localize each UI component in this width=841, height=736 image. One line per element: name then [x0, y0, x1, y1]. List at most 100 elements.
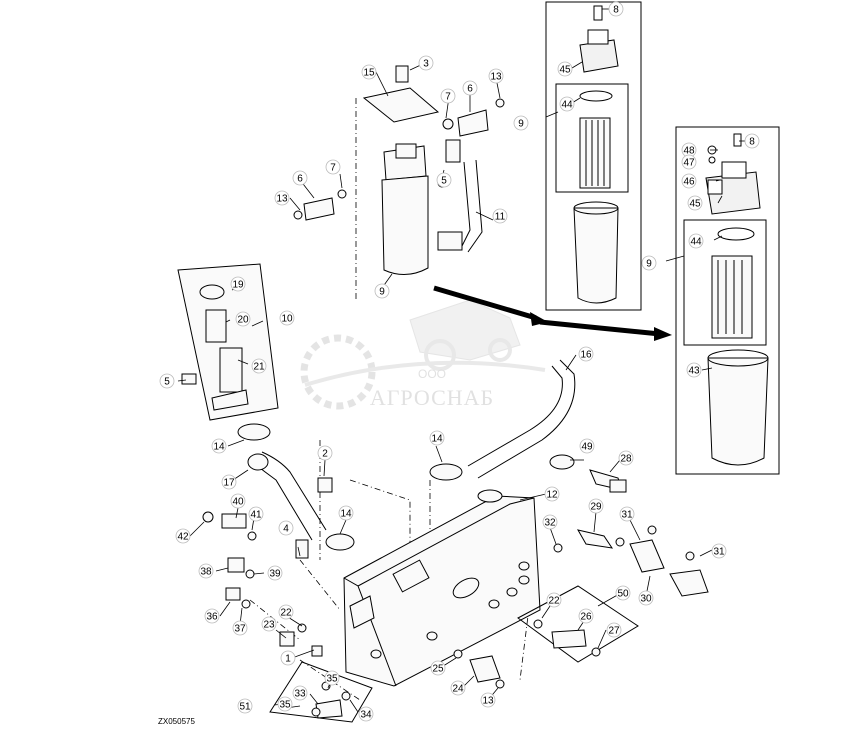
lower-fittings: [453, 649, 505, 689]
callout-35: 35: [277, 696, 293, 712]
callout-31: 31: [619, 506, 635, 522]
callout-39: 39: [267, 565, 283, 581]
callout-12: 12: [544, 486, 560, 502]
callout-15: 15: [361, 64, 377, 80]
callout-14: 14: [338, 505, 354, 521]
callout-8: 8: [744, 133, 760, 149]
callout-45: 45: [557, 61, 573, 77]
callout-label: 37: [234, 624, 246, 635]
callout-label: 31: [621, 510, 633, 521]
callout-label: 33: [294, 689, 306, 700]
callout-2: 2: [317, 445, 333, 461]
callout-43: 43: [686, 362, 702, 378]
callout-label: 48: [683, 146, 695, 157]
callout-51: 51: [237, 698, 253, 714]
callout-44: 44: [559, 96, 575, 112]
callout-41: 41: [248, 506, 264, 522]
callout-label: 2: [322, 449, 328, 460]
callout-label: 32: [544, 518, 556, 529]
callout-40: 40: [230, 493, 246, 509]
callout-label: 50: [617, 589, 629, 600]
figure-code: ZX050575: [158, 717, 195, 726]
callout-label: 40: [232, 497, 244, 508]
callout-32: 32: [542, 514, 558, 530]
callout-label: 13: [276, 194, 288, 205]
callout-label: 3: [423, 59, 429, 70]
callout-label: 16: [580, 350, 592, 361]
callout-7: 7: [325, 159, 341, 175]
callout-33: 33: [292, 685, 308, 701]
callout-31: 31: [711, 543, 727, 559]
callout-35: 35: [324, 670, 340, 686]
callout-label: 6: [297, 174, 303, 185]
callout-27: 27: [606, 622, 622, 638]
callout-label: 8: [749, 137, 755, 148]
callout-8: 8: [608, 1, 624, 17]
callout-label: 28: [620, 454, 632, 465]
callout-19: 19: [230, 276, 246, 292]
callout-label: 46: [683, 177, 695, 188]
callout-29: 29: [588, 498, 604, 514]
callout-label: 13: [490, 72, 502, 83]
callout-label: 38: [200, 567, 212, 578]
callout-17: 17: [221, 474, 237, 490]
callout-28: 28: [618, 450, 634, 466]
callout-24: 24: [450, 680, 466, 696]
callout-label: 24: [452, 684, 464, 695]
callout-50: 50: [615, 585, 631, 601]
callout-label: 41: [250, 510, 262, 521]
callout-3: 3: [418, 55, 434, 71]
watermark-logo: ООО АГРОСНАБ: [300, 299, 546, 410]
callout-label: 19: [232, 280, 244, 291]
callout-label: 22: [548, 596, 560, 607]
callout-label: 51: [239, 702, 251, 713]
detail-box-upper: [545, 1, 642, 311]
callout-label: 21: [253, 362, 265, 373]
hydraulic-tank: [343, 489, 541, 687]
callout-label: 34: [360, 710, 372, 721]
callout-label: 39: [269, 569, 281, 580]
callout-16: 16: [578, 346, 594, 362]
callout-label: 44: [561, 100, 573, 111]
callout-42: 42: [175, 528, 191, 544]
callout-label: 12: [546, 490, 558, 501]
callout-label: 26: [580, 612, 592, 623]
callout-label: 44: [690, 237, 702, 248]
callout-6: 6: [462, 80, 478, 96]
callout-25: 25: [430, 660, 446, 676]
callout-label: 49: [581, 442, 593, 453]
callout-14: 14: [211, 438, 227, 454]
callout-49: 49: [579, 438, 595, 454]
callout-label: 7: [330, 163, 336, 174]
callout-11: 11: [492, 208, 508, 224]
callout-label: 35: [326, 674, 338, 685]
callout-22: 22: [278, 604, 294, 620]
callout-label: 9: [379, 287, 385, 298]
callout-label: 36: [206, 612, 218, 623]
callout-30: 30: [638, 590, 654, 606]
callout-6: 6: [292, 170, 308, 186]
callout-label: 31: [713, 547, 725, 558]
callout-label: 43: [688, 366, 700, 377]
callout-label: 1: [285, 654, 291, 665]
callout-label: 4: [283, 524, 289, 535]
callout-label: 17: [223, 478, 235, 489]
callout-9: 9: [641, 255, 657, 271]
callout-5: 5: [159, 373, 175, 389]
callout-14: 14: [429, 430, 445, 446]
callout-45: 45: [687, 195, 703, 211]
callout-label: 22: [280, 608, 292, 619]
callout-label: 11: [495, 212, 506, 223]
callout-label: 35: [279, 700, 291, 711]
callout-47: 47: [681, 154, 697, 170]
callout-label: 9: [646, 259, 652, 270]
callout-5: 5: [436, 172, 452, 188]
callout-34: 34: [358, 706, 374, 722]
right-fittings: [549, 454, 709, 597]
callout-label: 45: [689, 199, 701, 210]
callout-label: 47: [683, 158, 695, 169]
callout-38: 38: [198, 563, 214, 579]
callout-label: 30: [640, 594, 652, 605]
